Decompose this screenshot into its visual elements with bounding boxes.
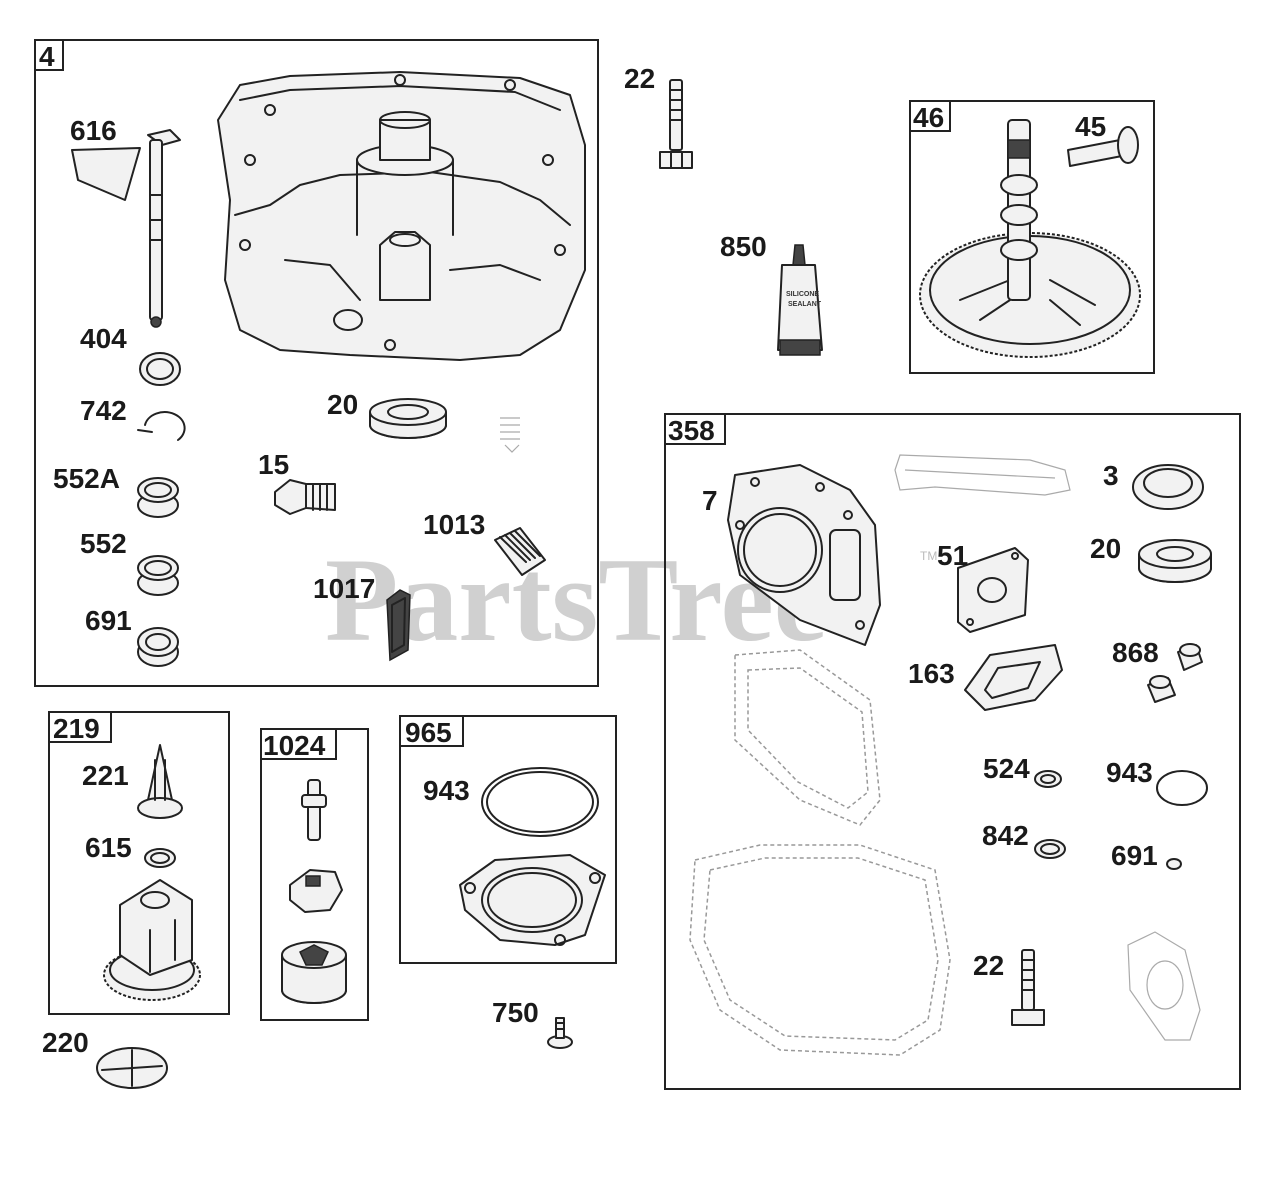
callout-3: 3 [1103, 460, 1119, 491]
gasket-163-part[interactable] [964, 644, 1063, 711]
plug-15-part[interactable] [274, 479, 336, 515]
camshaft-gear-part[interactable] [919, 119, 1141, 358]
ring-524-part[interactable] [1034, 770, 1062, 788]
callout-1017: 1017 [313, 573, 375, 604]
callout-691-a: 691 [85, 605, 132, 636]
group-46-box[interactable]: 46 [909, 100, 1155, 374]
sealant-tube-text-1: SILICONE [786, 291, 819, 298]
watermark-trademark: TM [920, 549, 937, 563]
ring-404-part[interactable] [139, 352, 181, 386]
gasket-ghost-top-part [894, 454, 1071, 496]
bearing-20-b-part[interactable] [1138, 539, 1212, 583]
callout-22-a: 22 [624, 63, 655, 94]
gasket-51-part[interactable] [957, 547, 1029, 633]
callout-616: 616 [70, 115, 117, 146]
callout-221: 221 [82, 760, 129, 791]
callout-691-b: 691 [1111, 840, 1158, 871]
callout-868: 868 [1112, 637, 1159, 668]
sleeve-1013-part[interactable] [494, 527, 546, 576]
group-4-label: 4 [39, 41, 55, 72]
callout-850: 850 [720, 231, 767, 262]
callout-20-a: 20 [327, 389, 358, 420]
bolt-22-b-part[interactable] [1011, 949, 1045, 1026]
callout-20-b: 20 [1090, 533, 1121, 564]
seal-691-part[interactable] [137, 627, 179, 667]
group-46-label: 46 [913, 102, 944, 133]
o-ring-943-a-part[interactable] [481, 767, 599, 837]
dowels-868-part[interactable] [1147, 643, 1203, 703]
head-gasket-7-part[interactable] [727, 464, 881, 646]
callout-51: 51 [937, 540, 968, 571]
group-1024-label: 1024 [263, 730, 326, 761]
callout-552: 552 [80, 528, 127, 559]
callout-404: 404 [80, 323, 127, 354]
callout-552a: 552A [53, 463, 120, 494]
seal-691-b-part[interactable] [1166, 858, 1182, 870]
ring-842-part[interactable] [1034, 839, 1066, 859]
sealant-tube-text-2: SEALANT [788, 301, 822, 308]
o-ring-943-b-part[interactable] [1156, 770, 1208, 806]
bushing-552a-part[interactable] [137, 477, 179, 518]
callout-615: 615 [85, 832, 132, 863]
group-965-label: 965 [405, 717, 452, 748]
sealant-tube-850-part[interactable]: SILICONE SEALANT [777, 244, 823, 356]
washer-220-part[interactable] [96, 1047, 168, 1089]
bearing-20-part[interactable] [369, 398, 447, 439]
e-clip-742-part[interactable] [137, 411, 186, 441]
callout-524: 524 [983, 753, 1030, 784]
bushing-552-part[interactable] [137, 555, 179, 596]
group-4-box[interactable]: 4 [34, 39, 599, 687]
callout-943-a: 943 [423, 775, 470, 806]
pin-45-part[interactable] [1067, 126, 1139, 167]
group-358-label: 358 [668, 415, 715, 446]
crankcase-cover-part[interactable] [217, 71, 586, 361]
seal-3-part[interactable] [1132, 464, 1204, 510]
spring-ghost-part [500, 417, 520, 453]
callout-22-b: 22 [973, 950, 1004, 981]
oil-pump-cover-part[interactable] [459, 854, 606, 946]
oil-pump-rotor-outer-part[interactable] [281, 941, 347, 1004]
governor-gear-part[interactable] [103, 879, 201, 1001]
group-219-label: 219 [53, 713, 100, 744]
callout-842: 842 [982, 820, 1029, 851]
callout-750: 750 [492, 997, 539, 1028]
group-219-box[interactable]: 219 [48, 711, 230, 1015]
bolt-22-top-part[interactable] [659, 79, 693, 169]
callout-1013: 1013 [423, 509, 485, 540]
flange-ghost-part [1127, 931, 1201, 1041]
group-358-box[interactable]: 358 [664, 413, 1241, 1090]
callout-943-b: 943 [1106, 757, 1153, 788]
callout-742: 742 [80, 395, 127, 426]
governor-shaft-part[interactable] [71, 129, 181, 328]
pin-221-part[interactable] [137, 744, 183, 819]
group-1024-box[interactable]: 1024 [260, 728, 369, 1021]
valve-cover-gasket-ghost-part [734, 649, 881, 826]
oil-pump-shaft-part[interactable] [301, 779, 327, 841]
crankcase-gasket-ghost-part [689, 844, 951, 1056]
callout-7: 7 [702, 485, 718, 516]
callout-220: 220 [42, 1027, 89, 1058]
group-965-box[interactable]: 965 [399, 715, 617, 964]
callout-15: 15 [258, 449, 289, 480]
ring-615-part[interactable] [144, 848, 176, 868]
oil-pump-rotor-inner-part[interactable] [289, 869, 343, 913]
callout-45: 45 [1075, 111, 1106, 142]
clip-1017-part[interactable] [386, 589, 411, 662]
screw-750-part[interactable] [547, 1017, 573, 1049]
callout-163: 163 [908, 658, 955, 689]
